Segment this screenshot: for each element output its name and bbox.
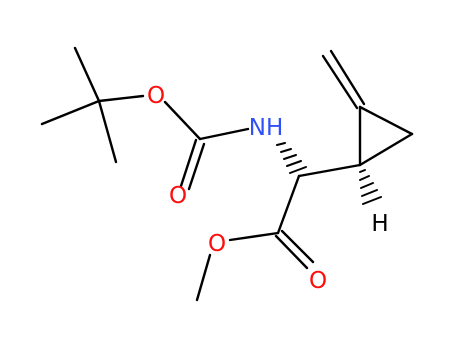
hashed-bond-ring-hydrogen xyxy=(359,169,382,205)
bond-ester-carbon-oxygen xyxy=(228,231,280,242)
atom-label-stereo-hydrogen: H xyxy=(371,211,388,237)
bond-methylene-1 xyxy=(321,54,359,110)
bond-oxygen-carbamate-carbon xyxy=(163,100,202,141)
atom-label-amide-nitrogen: NH xyxy=(249,115,284,141)
bond-alpha-cyclopropyl xyxy=(297,163,362,178)
bond-alpha-ester-carbon xyxy=(276,174,301,235)
bond-methylene-2 xyxy=(329,49,366,106)
bond-carbamate-carbon-nitrogen xyxy=(198,127,250,141)
atom-label-ester-carbonyl-oxygen: O xyxy=(309,268,327,294)
bond-tbu-oxygen xyxy=(97,94,145,103)
bond-tbu-methyl-top xyxy=(73,46,101,103)
bond-ring-b xyxy=(358,105,414,136)
atom-label-ester-oxygen: O xyxy=(208,231,226,257)
hashed-bond-nitrogen-alpha xyxy=(276,142,307,174)
bond-tbu-methyl-bottom xyxy=(97,99,118,164)
bond-carbamate-carbonyl-1 xyxy=(179,138,198,188)
atom-label-ether-oxygen: O xyxy=(147,83,165,109)
atom-label-carbamate-carbonyl-oxygen: O xyxy=(169,183,187,209)
bond-ester-carbonyl-2 xyxy=(280,229,315,264)
bond-ring-c xyxy=(358,132,414,167)
bond-carbamate-carbonyl-2 xyxy=(187,142,206,191)
bond-tbu-methyl-left xyxy=(40,99,101,126)
bond-ester-carbonyl-1 xyxy=(274,234,309,270)
bond-oxygen-methyl xyxy=(195,253,212,302)
